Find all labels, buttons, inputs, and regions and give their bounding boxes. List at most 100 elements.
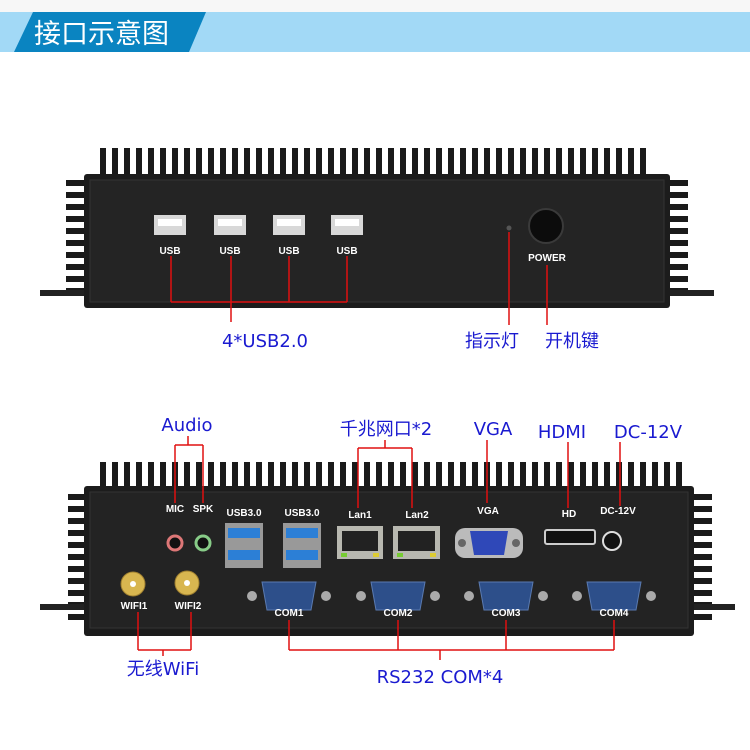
fin	[668, 216, 688, 222]
fin	[448, 148, 454, 178]
fin	[668, 180, 688, 186]
fin	[580, 148, 586, 178]
fin	[676, 462, 682, 490]
fin	[424, 148, 430, 178]
fin	[256, 148, 262, 178]
fin	[232, 462, 238, 490]
fin	[196, 462, 202, 490]
com-port-4[interactable]	[572, 581, 656, 611]
fin	[616, 148, 622, 178]
com4-label: COM4	[600, 608, 629, 619]
banner-top-strip	[0, 0, 750, 12]
spk-jack[interactable]	[194, 534, 212, 552]
fin	[68, 542, 88, 548]
fin	[508, 462, 514, 490]
fin	[592, 462, 598, 490]
fin	[292, 462, 298, 490]
fin	[66, 252, 86, 258]
usb3-label-2: USB3.0	[284, 508, 319, 519]
fin	[256, 462, 262, 490]
fin	[172, 148, 178, 178]
dc-label: DC-12V	[600, 506, 636, 517]
usb3-port-stack-2[interactable]	[283, 523, 321, 568]
hdmi-callout: HDMI	[538, 422, 586, 443]
fin	[668, 192, 688, 198]
fin	[220, 148, 226, 178]
indicator-callout: 指示灯	[465, 331, 519, 352]
fin	[268, 148, 274, 178]
fin	[668, 276, 688, 282]
fin	[668, 204, 688, 210]
usb3-label-1: USB3.0	[226, 508, 261, 519]
hdmi-port[interactable]	[544, 529, 596, 545]
fin	[376, 462, 382, 490]
power-button[interactable]	[528, 208, 564, 244]
banner-title: 接口示意图	[34, 19, 169, 50]
front-right-bracket	[664, 290, 714, 296]
fin	[112, 462, 118, 490]
usb2-port-1[interactable]	[154, 215, 186, 235]
fin	[544, 462, 550, 490]
fin	[376, 148, 382, 178]
dc-jack[interactable]	[602, 531, 622, 551]
fin	[496, 148, 502, 178]
usb2-port-3[interactable]	[273, 215, 305, 235]
fin	[68, 578, 88, 584]
fin	[436, 462, 442, 490]
fin	[68, 530, 88, 536]
com3-label: COM3	[492, 608, 521, 619]
fin	[508, 148, 514, 178]
usb2-port-2[interactable]	[214, 215, 246, 235]
fin	[136, 148, 142, 178]
fin	[136, 462, 142, 490]
lan-port-2[interactable]	[393, 526, 440, 559]
fin	[244, 462, 250, 490]
com-port-3[interactable]	[464, 581, 548, 611]
com2-label: COM2	[384, 608, 413, 619]
com-port-2[interactable]	[356, 581, 440, 611]
usb-callout: 4*USB2.0	[222, 331, 308, 352]
fin	[66, 228, 86, 234]
fin	[66, 264, 86, 270]
fin	[604, 148, 610, 178]
mic-jack[interactable]	[166, 534, 184, 552]
rear-callout-lines	[137, 436, 621, 660]
usb2-port-4[interactable]	[331, 215, 363, 235]
fin	[448, 462, 454, 490]
fin	[628, 462, 634, 490]
fin	[668, 252, 688, 258]
indicator-led	[506, 225, 512, 231]
com1-label: COM1	[275, 608, 304, 619]
com-port-1[interactable]	[247, 581, 331, 611]
front-left-bracket	[40, 290, 90, 296]
fin	[328, 462, 334, 490]
audio-callout: Audio	[161, 415, 212, 436]
fin	[148, 462, 154, 490]
power-label: POWER	[528, 253, 567, 264]
fin	[640, 462, 646, 490]
com-callout: RS232 COM*4	[377, 667, 504, 688]
lan-port-1[interactable]	[337, 526, 383, 559]
dc-callout: DC-12V	[614, 422, 683, 443]
usb-label: USB	[336, 246, 357, 257]
usb3-port-stack-1[interactable]	[225, 523, 263, 568]
fin	[604, 462, 610, 490]
com-ports	[247, 581, 656, 611]
fin	[640, 148, 646, 178]
fin	[556, 148, 562, 178]
spk-label: SPK	[193, 504, 214, 515]
vga-port[interactable]	[455, 528, 523, 558]
fin	[232, 148, 238, 178]
fin	[100, 148, 106, 178]
fin	[100, 462, 106, 490]
fin	[66, 192, 86, 198]
fin	[68, 494, 88, 500]
hd-label: HD	[562, 509, 576, 520]
usb-label: USB	[219, 246, 240, 257]
usb-label: USB	[278, 246, 299, 257]
fin	[388, 462, 394, 490]
fin	[208, 148, 214, 178]
fin	[124, 148, 130, 178]
fin	[388, 148, 394, 178]
